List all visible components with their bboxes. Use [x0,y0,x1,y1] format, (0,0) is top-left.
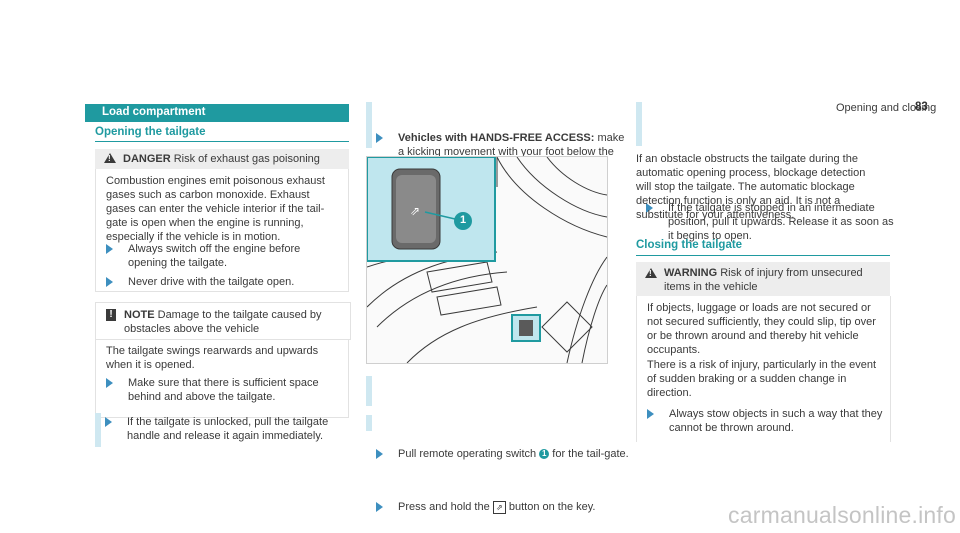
warning-body: If objects, luggage or loads are not sec… [636,296,891,442]
bullet-arrow-icon [106,244,113,254]
note-text: The tailgate swings rearwards and upward… [106,345,319,371]
warning-text-2: There is a risk of injury, particularly … [647,359,877,399]
callout-1-icon: 1 [539,449,550,460]
svg-text:⇗: ⇗ [410,204,420,218]
warning-triangle-icon [104,153,116,163]
note-header: ! NOTE Damage to the tailgate caused by … [95,302,351,340]
danger-label: DANGER [123,153,171,165]
subtitle-rule [95,141,349,142]
page-number: 83 [915,101,928,113]
step-press-key: Press and hold the ⇗ button on the key. [376,500,630,514]
danger-bullet-2: Never drive with the tailgate open. [106,275,348,289]
danger-body: Combustion engines emit poisonous exhaus… [95,169,349,292]
step-stripe [366,376,372,406]
subtitle-closing: Closing the tailgate [636,239,743,251]
danger-header: DANGER Risk of exhaust gas poisoning [95,149,349,169]
warning-label: WARNING [664,267,718,279]
step-intermediate: If the tailgate is stopped in an interme… [646,201,898,243]
note-body: The tailgate swings rearwards and upward… [95,339,349,418]
bullet-arrow-icon [105,417,112,427]
step-stripe [366,415,372,431]
subtitle-rule [636,255,890,256]
danger-headline: Risk of exhaust gas poisoning [173,153,320,165]
bullet-arrow-icon [376,502,383,512]
blockage-paragraph: If an obstacle obstructs the tailgate du… [636,153,866,221]
callout-1-label: 1 [459,214,467,226]
note-headline: Damage to the tailgate caused by obstacl… [124,309,322,335]
step-stripe [636,102,642,146]
running-header-section: Opening and closing [836,102,937,114]
danger-text: Combustion engines emit poisonous exhaus… [106,175,325,243]
section-title: Load compartment [102,106,206,118]
warning-text-1: If objects, luggage or loads are not sec… [647,302,876,356]
note-bullet-1: Make sure that there is sufficient space… [106,376,338,404]
door-panel-illustration: ⇗ 1 [366,156,608,364]
door-panel-drawing: ⇗ [367,157,607,363]
bullet-arrow-icon [376,449,383,459]
watermark: carmanualsonline.info [728,502,956,528]
bullet-arrow-icon [106,277,113,287]
bullet-arrow-icon [646,203,653,213]
step-stripe [95,413,101,447]
warning-headline: Risk of injury from unsecured items in t… [664,267,863,293]
subtitle-opening: Opening the tailgate [95,126,206,138]
exclamation-icon: ! [106,309,116,321]
note-label: NOTE [124,309,155,321]
step-stripe [366,102,372,148]
bullet-arrow-icon [376,133,383,143]
warning-bullet-1: Always stow objects in such a way that t… [647,407,889,435]
tailgate-key-icon: ⇗ [492,500,506,514]
warning-header: WARNING Risk of injury from unsecured it… [636,262,890,296]
step-unlocked: If the tailgate is unlocked, pull the ta… [105,415,362,443]
warning-triangle-icon [645,268,657,278]
bullet-arrow-icon [106,378,113,388]
danger-bullet-1: Always switch off the engine before open… [106,242,338,270]
bullet-arrow-icon [647,409,654,419]
section-band: Load compartment [85,104,349,122]
step-pull-switch: Pull remote operating switch 1 for the t… [376,447,630,461]
